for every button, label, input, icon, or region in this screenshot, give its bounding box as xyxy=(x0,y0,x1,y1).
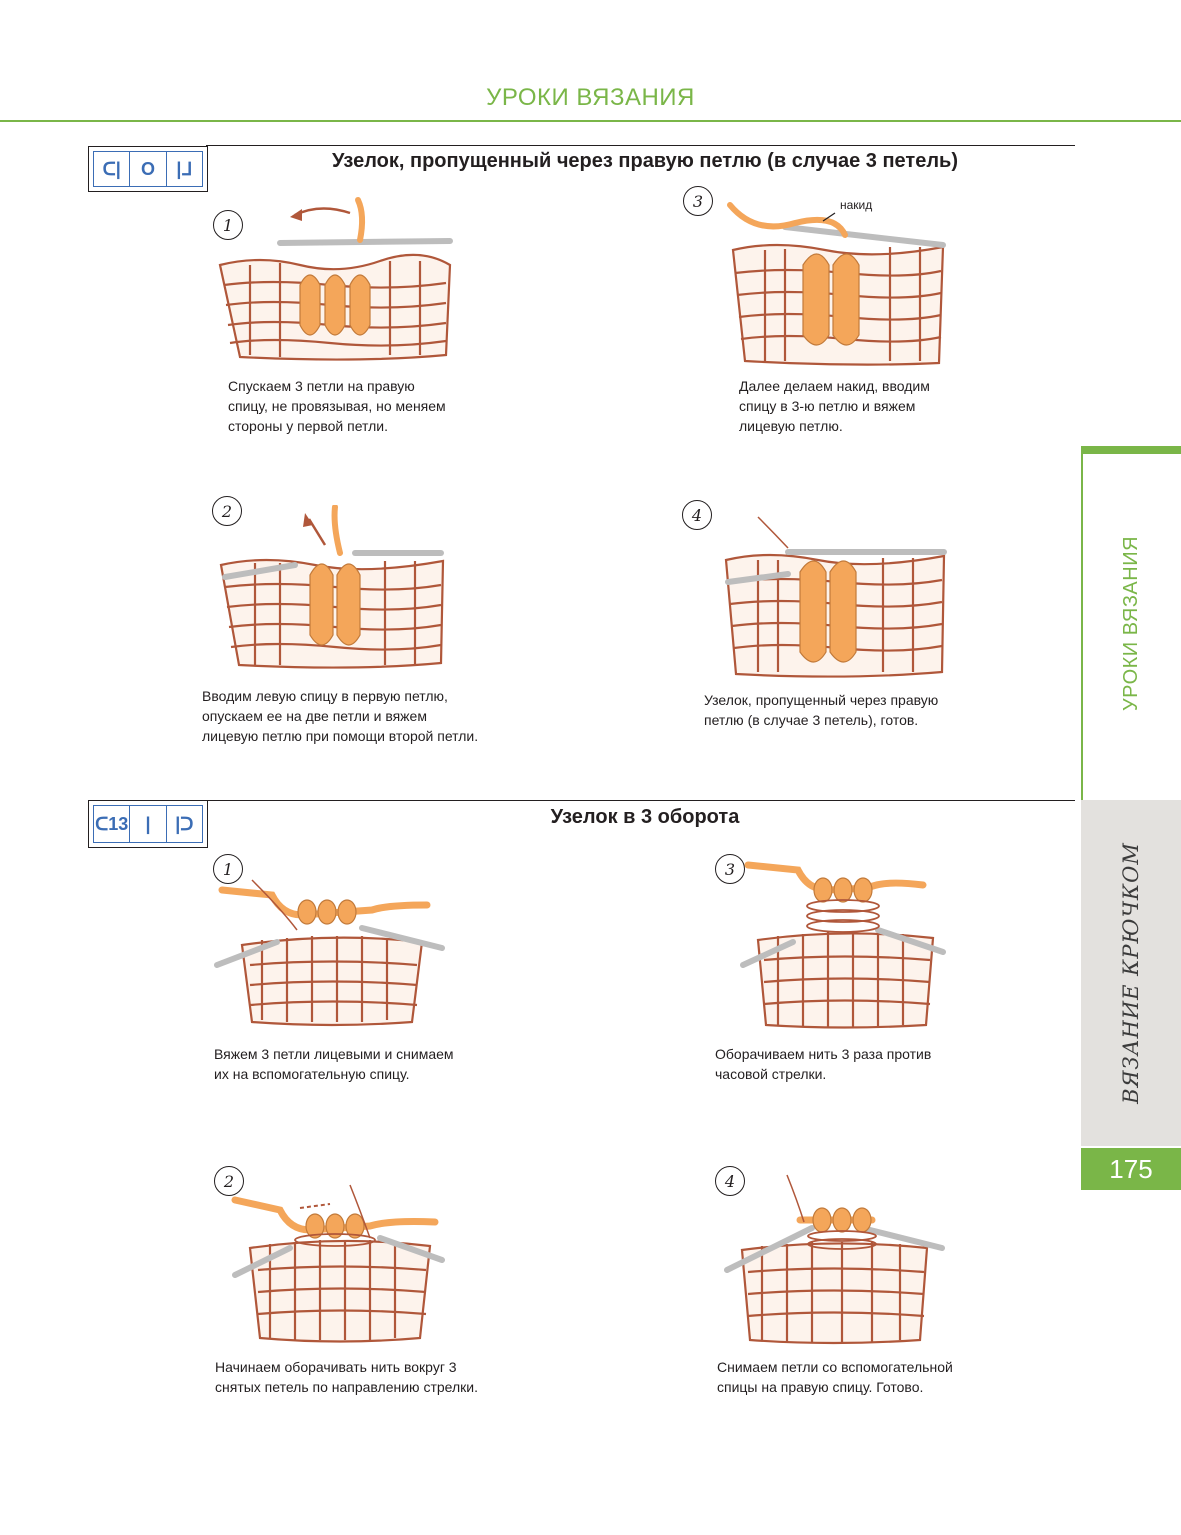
step-number: 3 xyxy=(683,186,713,216)
caption-line: спицу, не провязывая, но меняем xyxy=(228,398,446,414)
knitting-illustration xyxy=(218,197,453,361)
caption-line: Оборачиваем нить 3 раза против xyxy=(715,1046,932,1062)
step-number: 1 xyxy=(213,210,243,240)
step-caption: Оборачиваем нить 3 раза против часовой с… xyxy=(715,1044,931,1084)
knitting-illustration xyxy=(724,1174,945,1345)
caption-line: снятых петель по направлению стрелки. xyxy=(215,1379,478,1395)
section1-symbol: ᑕ| O |ᒧ xyxy=(88,146,208,192)
tab-label-text: УРОКИ ВЯЗАНИЯ xyxy=(1120,535,1143,711)
step-caption: Вяжем 3 петли лицевыми и снимаем их на в… xyxy=(214,1044,454,1084)
section1-title: Узелок, пропущенный через правую петлю (… xyxy=(331,150,958,172)
knitting-illustration xyxy=(727,202,946,366)
section-tab-knitting-label: УРОКИ ВЯЗАНИЯ xyxy=(1082,446,1181,800)
step-number: 2 xyxy=(212,496,242,526)
caption-line: Вяжем 3 петли лицевыми и снимаем xyxy=(214,1046,454,1062)
yarn-over-label: накид xyxy=(840,198,873,212)
step-number: 1 xyxy=(213,854,243,884)
step-number: 4 xyxy=(715,1166,745,1196)
caption-line: спицы на правую спицу. Готово. xyxy=(717,1379,924,1395)
caption-line: Спускаем 3 петли на правую xyxy=(228,378,415,394)
caption-line: Вводим левую спицу в первую петлю, xyxy=(202,688,448,704)
symbol-cell: |ᑐ xyxy=(175,813,194,834)
tab-label-text: ВЯЗАНИЕ КРЮЧКОМ xyxy=(1119,842,1144,1104)
symbol-cell: |ᒧ xyxy=(176,158,193,179)
section2-symbol: ᑕ13 | |ᑐ xyxy=(88,800,208,848)
caption-line: Далее делаем накид, вводим xyxy=(739,378,930,394)
knitting-illustration xyxy=(740,861,946,1029)
symbol-cell: | xyxy=(130,806,167,842)
knitting-illustration xyxy=(724,516,947,678)
section-tab-knitting xyxy=(1081,446,1181,800)
step-caption: Снимаем петли со вспомогательной спицы н… xyxy=(717,1357,953,1397)
caption-line: Начинаем оборачивать нить вокруг 3 xyxy=(215,1359,457,1375)
caption-line: стороны у первой петли. xyxy=(228,418,389,434)
symbol-cell: O xyxy=(130,152,167,186)
knitting-illustration xyxy=(214,879,445,1027)
knitting-illustration xyxy=(231,1184,445,1343)
step-caption: Спускаем 3 петли на правую спицу, не про… xyxy=(228,376,446,436)
step-caption: Далее делаем накид, вводим спицу в 3-ю п… xyxy=(739,376,930,436)
page-number: 175 xyxy=(1081,1148,1181,1190)
step-caption: Начинаем оборачивать нить вокруг 3 сняты… xyxy=(215,1357,478,1397)
caption-line: часовой стрелки. xyxy=(715,1066,827,1082)
section1-rule xyxy=(206,145,1075,146)
step-caption: Вводим левую спицу в первую петлю, опуск… xyxy=(202,686,478,746)
running-head: УРОКИ ВЯЗАНИЯ xyxy=(486,84,695,111)
symbol-cell: ᑕ| xyxy=(94,152,131,186)
step-number: 4 xyxy=(682,500,712,530)
caption-line: опускаем ее на две петли и вяжем xyxy=(202,708,427,724)
caption-line: петлю (в случае 3 петель), готов. xyxy=(704,712,919,728)
step-caption: Узелок, пропущенный через правую петлю (… xyxy=(704,690,938,730)
caption-line: лицевую петлю при помощи второй петли. xyxy=(202,728,479,744)
caption-line: лицевую петлю. xyxy=(739,418,843,434)
step-number: 2 xyxy=(214,1166,244,1196)
caption-line: Узелок, пропущенный через правую xyxy=(704,692,939,708)
section-tab-crochet-label: ВЯЗАНИЕ КРЮЧКОМ xyxy=(1081,800,1181,1146)
section-tab-crochet xyxy=(1081,800,1181,1146)
section2-rule xyxy=(206,800,1075,801)
section2-title: Узелок в 3 оборота xyxy=(550,806,740,828)
caption-line: спицу в 3-ю петлю и вяжем xyxy=(739,398,916,414)
caption-line: их на вспомогательную спицу. xyxy=(214,1066,410,1082)
step-number: 3 xyxy=(715,854,745,884)
knitting-illustration xyxy=(219,505,445,669)
symbol-cell: ᑕ13 xyxy=(94,806,131,842)
caption-line: Снимаем петли со вспомогательной xyxy=(717,1359,953,1375)
header-rule xyxy=(0,120,1181,122)
